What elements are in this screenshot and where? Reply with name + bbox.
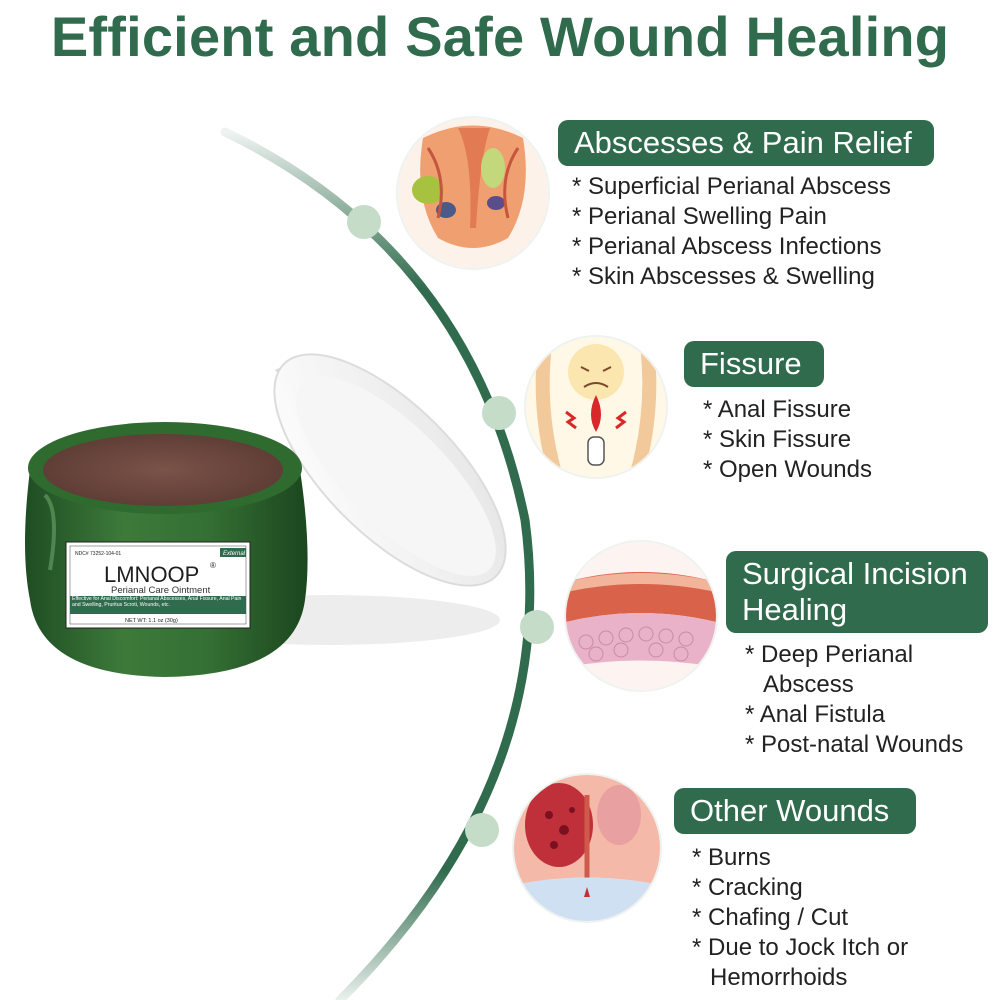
jar-ndc: NDC# 73252-104-01	[75, 551, 121, 557]
list-item: Open Wounds	[703, 455, 993, 485]
timeline-dot-3	[520, 610, 554, 644]
section-abscesses-label: Abscesses & Pain Relief	[558, 120, 934, 166]
section-abscesses-list: Superficial Perianal Abscess Perianal Sw…	[572, 172, 992, 292]
section-incision-label: Surgical Incision Healing	[726, 551, 988, 633]
list-item: Due to Jock Itch or Hemorrhoids	[692, 933, 942, 993]
jar-lid	[273, 353, 507, 587]
jar-subtitle: Perianal Care Ointment	[111, 585, 211, 596]
list-item: Skin Abscesses & Swelling	[572, 262, 992, 292]
wound-illustration-icon	[514, 775, 660, 921]
list-item: Skin Fissure	[703, 425, 993, 455]
section-other-label: Other Wounds	[674, 788, 916, 834]
section-incision-list: Deep Perianal Abscess Anal Fistula Post-…	[745, 640, 990, 760]
list-item: Cracking	[692, 873, 942, 903]
jar-net-weight: NET WT: 1.1 oz (30g)	[125, 618, 178, 624]
list-item: Anal Fistula	[745, 700, 990, 730]
list-item: Post-natal Wounds	[745, 730, 990, 760]
ointment-jar-illustration: NDC# 73252-104-01 External LMNOOP ® Peri…	[25, 353, 507, 677]
page-title: Efficient and Safe Wound Healing	[50, 5, 950, 68]
timeline-dot-2	[482, 396, 516, 430]
list-item: Superficial Perianal Abscess	[572, 172, 992, 202]
fissure-illustration-icon	[526, 337, 666, 477]
jar-label: NDC# 73252-104-01 External LMNOOP ® Peri…	[65, 541, 251, 629]
timeline-dot-1	[347, 205, 381, 239]
jar-badge: External	[223, 551, 246, 557]
section-other-list: Burns Cracking Chafing / Cut Due to Jock…	[692, 843, 942, 993]
jar-brand: LMNOOP	[104, 562, 199, 587]
incision-illustration-icon	[566, 542, 716, 690]
section-fissure-list: Anal Fissure Skin Fissure Open Wounds	[703, 395, 993, 485]
abscess-illustration-icon	[398, 118, 548, 268]
section-fissure-label: Fissure	[684, 341, 824, 387]
section-incision-label-line2: Healing	[742, 592, 848, 627]
list-item: Chafing / Cut	[692, 903, 942, 933]
list-item: Perianal Abscess Infections	[572, 232, 992, 262]
jar-registered: ®	[210, 561, 216, 570]
list-item: Burns	[692, 843, 942, 873]
list-item: Perianal Swelling Pain	[572, 202, 992, 232]
list-item: Anal Fissure	[703, 395, 993, 425]
list-item: Deep Perianal Abscess	[745, 640, 990, 700]
section-incision-label-line1: Surgical Incision	[742, 556, 968, 591]
jar-description: Effective for Anal Discomfort: Perianal …	[72, 596, 242, 608]
timeline-dot-4	[465, 813, 499, 847]
